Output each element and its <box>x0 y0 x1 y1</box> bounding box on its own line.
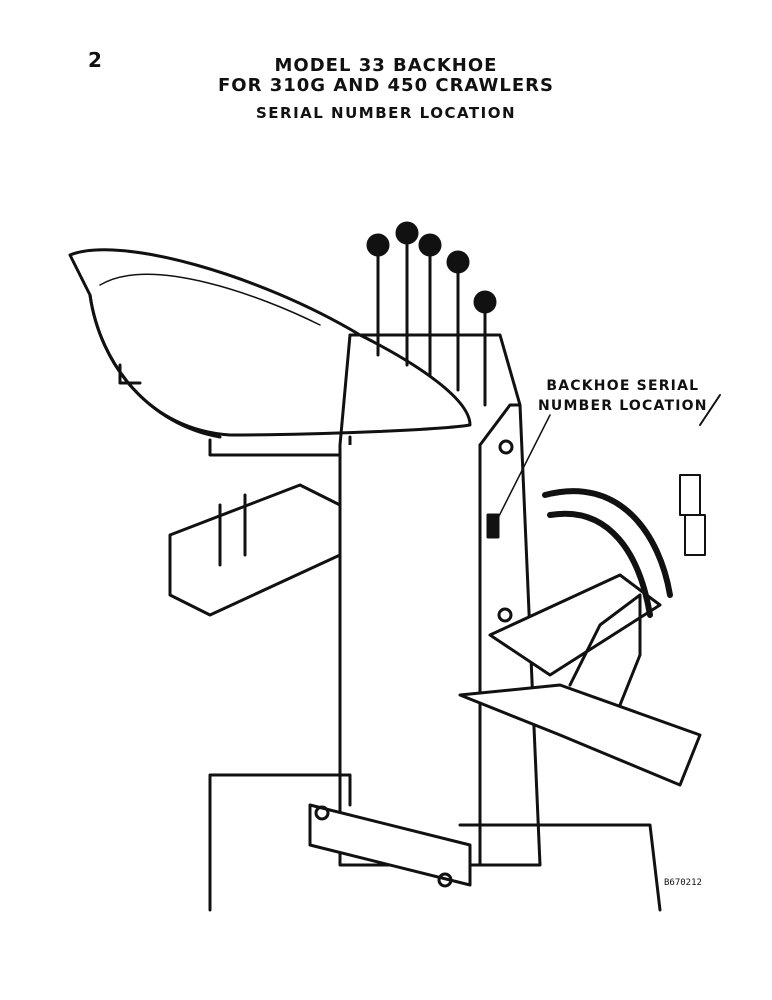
serial-number-plate <box>486 513 500 539</box>
callout-leader-line <box>496 414 551 521</box>
callout-line-2: NUMBER LOCATION <box>538 398 708 414</box>
backhoe-control-station-illustration <box>68 221 721 912</box>
page-title: MODEL 33 BACKHOE <box>274 55 498 76</box>
serial-number-callout: BACKHOE SERIAL NUMBER LOCATION <box>538 376 708 416</box>
page-title-line2: FOR 310G AND 450 CRAWLERS <box>217 75 555 96</box>
control-console <box>338 333 542 867</box>
control-levers <box>366 221 497 407</box>
seat <box>68 248 472 457</box>
page-subtitle: SERIAL NUMBER LOCATION <box>255 104 517 122</box>
page-number: 2 <box>88 48 102 72</box>
figure-reference: B670212 <box>664 878 702 888</box>
base-frame <box>208 773 662 912</box>
left-foot-pedal <box>168 483 342 617</box>
valve-fittings <box>679 394 721 556</box>
hydraulic-hoses <box>542 488 673 618</box>
callout-line-1: BACKHOE SERIAL <box>546 378 700 394</box>
right-foot-pedal <box>458 573 702 787</box>
